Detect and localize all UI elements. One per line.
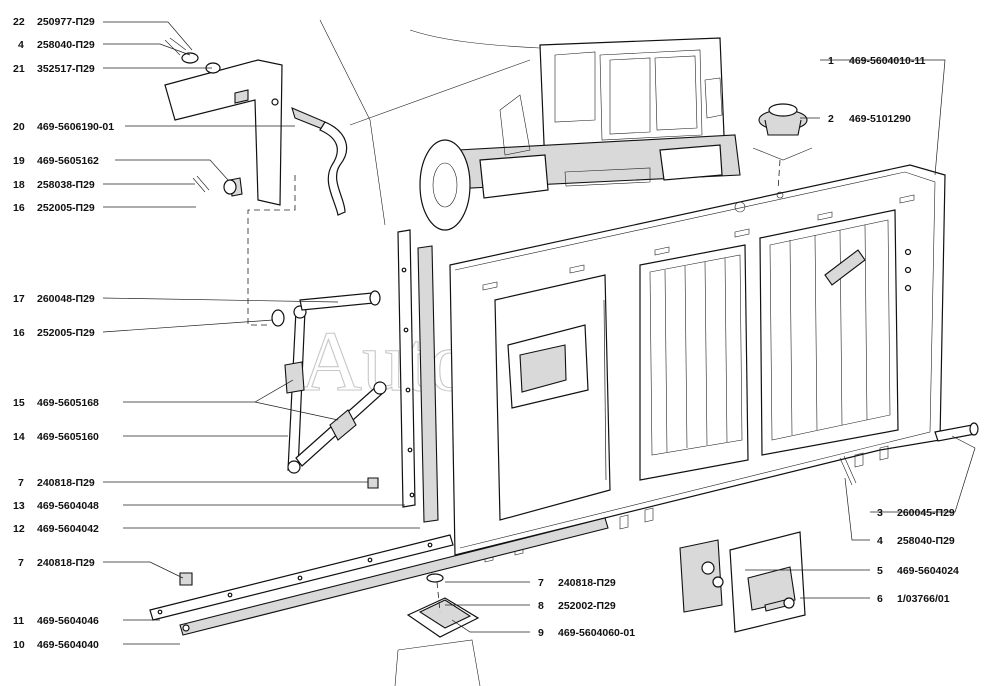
callout-code: 469-5604024	[897, 565, 959, 577]
callout-code: 250977-П29	[37, 16, 95, 28]
tailgate-panel	[449, 164, 946, 563]
callout-code: 469-5604046	[37, 615, 99, 627]
callout-code: 469-5604048	[37, 500, 99, 512]
callout-code: 469-5605168	[37, 397, 99, 409]
callout-code: 258040-П29	[897, 535, 955, 547]
callout-number: 19	[13, 155, 25, 167]
callout-number: 2	[828, 113, 834, 125]
callout-code: 469-5606190-01	[37, 121, 114, 133]
callout-number: 1	[828, 55, 834, 67]
callout-number: 7	[18, 557, 24, 569]
callout-number: 8	[538, 600, 544, 612]
callout-number: 15	[13, 397, 25, 409]
callout-number: 10	[13, 639, 25, 651]
screws	[179, 477, 444, 586]
upper-left-bracket	[164, 37, 348, 326]
callout-number: 7	[18, 477, 24, 489]
rubber-grommet	[752, 103, 813, 191]
callout-code: 240818-П29	[558, 577, 616, 589]
callout-code: 252005-П29	[37, 202, 95, 214]
callout-code: 260048-П29	[37, 293, 95, 305]
vehicle-rear-view	[319, 19, 741, 231]
callout-code: 1/03766/01	[897, 593, 950, 605]
callout-code: 352517-П29	[37, 63, 95, 75]
vertical-hinge-strips	[397, 229, 439, 523]
callout-code: 252005-П29	[37, 327, 95, 339]
callout-number: 16	[13, 202, 25, 214]
callout-code: 252002-П29	[558, 600, 616, 612]
callout-number: 20	[13, 121, 25, 133]
callout-number: 12	[13, 523, 25, 535]
callout-number: 21	[13, 63, 25, 75]
leader-lines	[102, 21, 976, 645]
callout-number: 11	[13, 615, 24, 627]
callout-number: 3	[877, 507, 883, 519]
callouts-right: 1 469-5604010-11 2 469-5101290 3 260045-…	[828, 55, 959, 605]
callout-code: 240818-П29	[37, 477, 95, 489]
callout-code: 240818-П29	[37, 557, 95, 569]
callout-number: 6	[877, 593, 883, 605]
hinge-pin	[839, 422, 979, 486]
callout-code: 469-5604040	[37, 639, 99, 651]
callout-code: 258038-П29	[37, 179, 95, 191]
callout-code: 258040-П29	[37, 39, 95, 51]
callout-code: 469-5605160	[37, 431, 99, 443]
callout-number: 13	[13, 500, 25, 512]
callout-code: 469-5605162	[37, 155, 99, 167]
callout-number: 17	[13, 293, 25, 305]
callout-code: 260045-П29	[897, 507, 955, 519]
callout-number: 22	[13, 16, 25, 28]
callout-number: 4	[877, 535, 883, 547]
callout-code: 469-5604010-11	[849, 55, 926, 67]
callout-number: 9	[538, 627, 544, 639]
callout-number: 5	[877, 565, 883, 577]
callout-code: 469-5604042	[37, 523, 99, 535]
callout-code: 469-5101290	[849, 113, 911, 125]
bottom-rails	[149, 517, 609, 636]
callouts-left: 22 250977-П29 4 258040-П29 21 352517-П29…	[13, 16, 114, 651]
hinge-bracket	[679, 531, 806, 633]
callouts-center: 7 240818-П29 8 252002-П29 9 469-5604060-…	[538, 577, 635, 639]
callout-number: 14	[13, 431, 25, 443]
callout-number: 7	[538, 577, 544, 589]
callout-number: 18	[13, 179, 25, 191]
callout-number: 16	[13, 327, 25, 339]
callout-number: 4	[18, 39, 24, 51]
latch-block	[394, 581, 481, 686]
callout-code: 469-5604060-01	[558, 627, 635, 639]
